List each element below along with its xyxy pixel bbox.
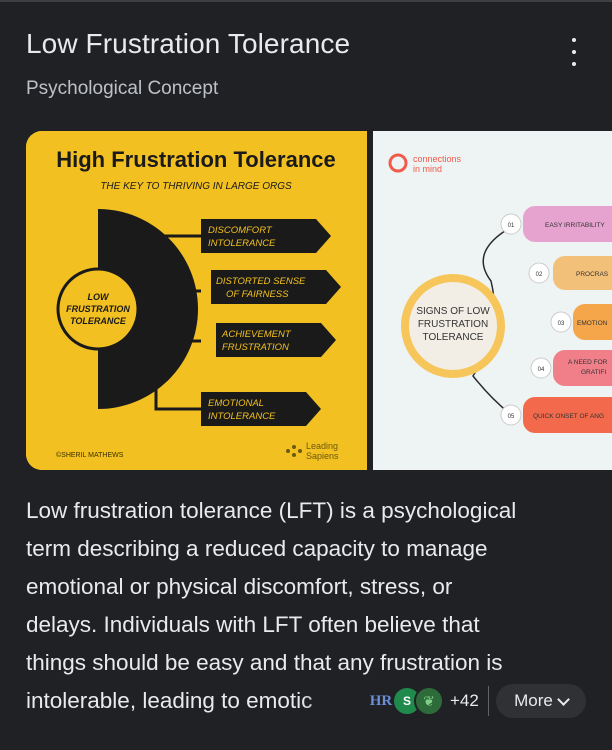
svg-text:EASY IRRITABILITY: EASY IRRITABILITY bbox=[545, 222, 605, 229]
source-extra-count[interactable]: +42 bbox=[450, 691, 479, 710]
description-line: Low frustration tolerance (LFT) is a psy… bbox=[26, 498, 517, 523]
svg-text:EMOTION: EMOTION bbox=[577, 320, 608, 327]
svg-text:ACHIEVEMENT: ACHIEVEMENT bbox=[221, 329, 292, 340]
chevron-down-icon bbox=[556, 692, 570, 706]
svg-text:in mind: in mind bbox=[413, 164, 442, 174]
description-line: things should be easy and that any frust… bbox=[26, 650, 503, 675]
arrow-2: DISTORTED SENSE OF FAIRNESS bbox=[211, 270, 341, 304]
svg-text:OF FAIRNESS: OF FAIRNESS bbox=[226, 289, 289, 300]
svg-text:Leading: Leading bbox=[306, 441, 338, 451]
svg-text:04: 04 bbox=[538, 367, 545, 373]
svg-text:INTOLERANCE: INTOLERANCE bbox=[208, 238, 276, 249]
center-label-line-2: FRUSTRATION bbox=[418, 319, 488, 330]
svg-text:DISCOMFORT: DISCOMFORT bbox=[208, 225, 273, 236]
svg-text:A NEED FOR: A NEED FOR bbox=[568, 359, 608, 366]
svg-text:connections: connections bbox=[413, 154, 462, 164]
description-text: Low frustration tolerance (LFT) is a psy… bbox=[26, 492, 596, 720]
sign-item-4: 04 A NEED FOR GRATIFI bbox=[530, 350, 612, 386]
page-subtitle: Psychological Concept bbox=[26, 78, 219, 99]
center-label-line-3: TOLERANCE bbox=[423, 332, 484, 343]
svg-text:05: 05 bbox=[508, 414, 515, 420]
description-line: term describing a reduced capacity to ma… bbox=[26, 536, 488, 561]
svg-text:01: 01 bbox=[508, 223, 515, 229]
description-line: emotional or physical discomfort, stress… bbox=[26, 574, 453, 599]
arrow-4: EMOTIONAL INTOLERANCE bbox=[201, 392, 321, 426]
arrow-3: ACHIEVEMENT FRUSTRATION bbox=[216, 323, 336, 357]
more-button-label: More bbox=[514, 691, 553, 710]
more-vert-icon[interactable] bbox=[566, 38, 582, 66]
source-leaf-icon[interactable]: ❦ bbox=[414, 686, 444, 716]
image-signs-of-low-frustration-tolerance[interactable]: connections in mind SIGNS OF LOW FRUSTRA… bbox=[373, 131, 612, 470]
more-button[interactable]: More bbox=[496, 684, 586, 718]
svg-text:03: 03 bbox=[558, 321, 565, 327]
svg-text:02: 02 bbox=[536, 272, 543, 278]
credit-text: ©SHERIL MATHEWS bbox=[56, 451, 124, 459]
top-divider bbox=[0, 0, 612, 2]
center-label-line-1: SIGNS OF LOW bbox=[416, 306, 490, 317]
sign-item-1: 01 EASY IRRITABILITY bbox=[500, 206, 612, 242]
svg-text:EMOTIONAL: EMOTIONAL bbox=[208, 398, 264, 409]
svg-text:GRATIFI: GRATIFI bbox=[581, 369, 606, 376]
infographic-1: High Frustration Tolerance THE KEY TO TH… bbox=[26, 131, 367, 470]
connections-in-mind-logo: connections in mind bbox=[388, 153, 462, 174]
description-line: delays. Individuals with LFT often belie… bbox=[26, 612, 480, 637]
source-icons[interactable]: HR S ❦ +42 bbox=[366, 686, 479, 716]
svg-text:PROCRAS: PROCRAS bbox=[576, 271, 609, 278]
page-title: Low Frustration Tolerance bbox=[26, 28, 351, 59]
source-hr-icon[interactable]: HR bbox=[366, 688, 396, 714]
infographic-1-title: High Frustration Tolerance bbox=[56, 147, 336, 172]
svg-text:Sapiens: Sapiens bbox=[306, 451, 339, 461]
sign-item-5: 05 QUICK ONSET OF ANG bbox=[500, 397, 612, 433]
center-label-line-3: TOLERANCE bbox=[70, 316, 127, 326]
svg-text:DISTORTED SENSE: DISTORTED SENSE bbox=[216, 276, 306, 287]
description-line: intolerable, leading to emotic bbox=[26, 688, 313, 713]
image-high-frustration-tolerance[interactable]: High Frustration Tolerance THE KEY TO TH… bbox=[26, 131, 367, 470]
sign-item-2: 02 PROCRAS bbox=[528, 256, 612, 290]
infographic-1-tagline: THE KEY TO THRIVING IN LARGE ORGS bbox=[100, 181, 292, 192]
arrow-1: DISCOMFORT INTOLERANCE bbox=[201, 219, 331, 253]
svg-text:QUICK ONSET OF ANG: QUICK ONSET OF ANG bbox=[533, 413, 604, 420]
infographic-2: connections in mind SIGNS OF LOW FRUSTRA… bbox=[373, 131, 612, 470]
vertical-divider bbox=[488, 686, 489, 716]
sign-item-3: 03 EMOTION bbox=[550, 304, 612, 340]
center-label-line-1: LOW bbox=[88, 292, 110, 302]
leading-sapiens-logo: Leading Sapiens bbox=[286, 441, 339, 461]
svg-text:INTOLERANCE: INTOLERANCE bbox=[208, 411, 276, 422]
center-label-line-2: FRUSTRATION bbox=[66, 304, 130, 314]
svg-text:FRUSTRATION: FRUSTRATION bbox=[222, 342, 289, 353]
